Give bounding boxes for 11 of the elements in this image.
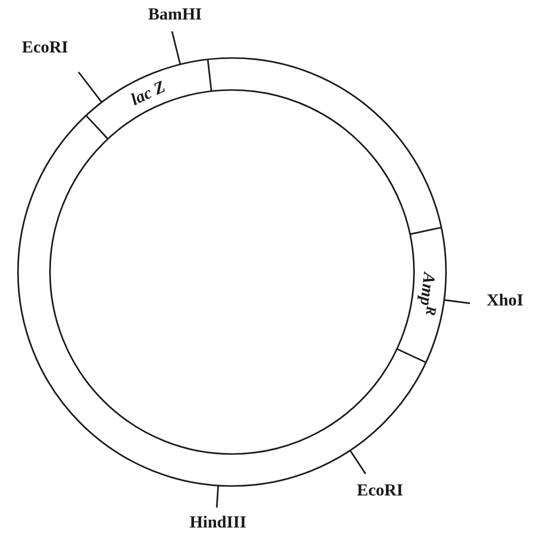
- leader-line: [78, 72, 102, 103]
- leader-line: [349, 450, 366, 474]
- leader-line: [216, 486, 219, 508]
- restriction-site-label: EcoRI: [22, 38, 68, 56]
- restriction-site-label: HindIII: [190, 514, 246, 530]
- leader-line: [171, 31, 181, 65]
- restriction-site-label: BamHI: [148, 6, 202, 22]
- restriction-site-label: EcoRI: [356, 482, 404, 498]
- leader-line: [444, 299, 470, 304]
- restriction-site-label: XhoI: [486, 292, 524, 308]
- gene-label: lac Z: [128, 77, 168, 108]
